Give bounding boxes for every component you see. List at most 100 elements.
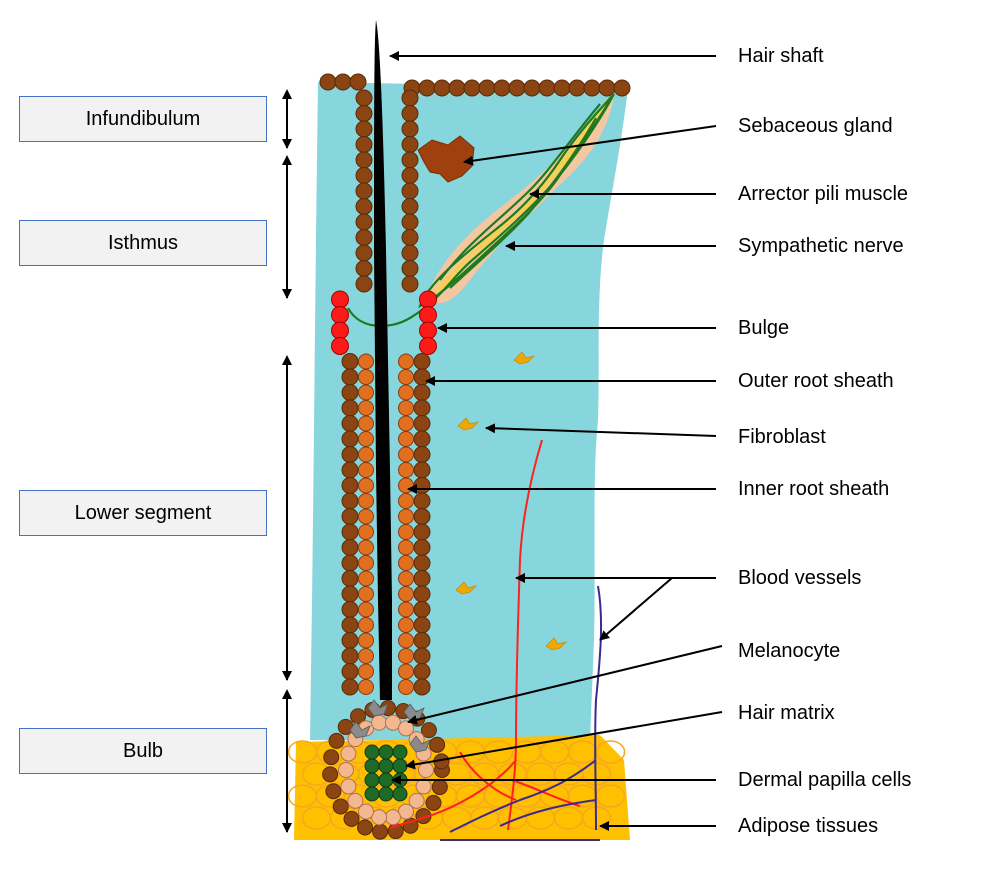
outer-root-sheath-cell <box>413 353 431 370</box>
label-outer-root-sheath: Outer root sheath <box>738 370 894 392</box>
sebaceous-gland <box>417 135 475 183</box>
inner-root-sheath-cell <box>358 369 374 385</box>
dermal-papilla-cell <box>378 744 394 760</box>
hair-matrix-cell <box>384 809 401 826</box>
inner-root-sheath-cell <box>398 539 414 556</box>
inner-root-sheath-cell <box>398 632 414 649</box>
outer-root-sheath-cell <box>413 368 431 386</box>
bulb-outer-cell <box>420 722 437 739</box>
inner-root-sheath-cell <box>358 601 374 618</box>
bulb-outer-cell <box>429 736 446 753</box>
inner-root-sheath-cell <box>398 415 414 432</box>
outer-root-sheath-cell <box>355 105 373 122</box>
inner-root-sheath-cell <box>398 431 414 447</box>
epidermis-cell <box>349 73 367 91</box>
inner-root-sheath-cell <box>358 477 374 494</box>
dermal-papilla-cell <box>364 786 380 802</box>
outer-root-sheath-cell <box>355 229 373 246</box>
outer-root-sheath-cell <box>401 244 419 262</box>
outer-root-sheath-cell <box>401 136 419 153</box>
inner-root-sheath-cell <box>398 462 414 478</box>
label-melanocyte: Melanocyte <box>738 640 841 662</box>
dermal-papilla-cell <box>378 772 394 788</box>
hair-matrix-pointer <box>405 711 723 770</box>
outer-root-sheath-cell <box>355 275 373 293</box>
fibroblast-cell <box>545 637 568 651</box>
hair-matrix-cell <box>340 745 357 762</box>
label-adipose-tissues: Adipose tissues <box>738 815 879 837</box>
inner-root-sheath-cell <box>398 384 414 401</box>
outer-root-sheath-cell <box>413 446 431 463</box>
dermal-papilla-cell <box>392 758 408 774</box>
outer-root-sheath-cell <box>413 678 431 696</box>
fibroblasts <box>455 351 568 651</box>
hair-matrix-cell <box>338 762 354 778</box>
outer-root-sheath-cell <box>341 632 359 649</box>
bulge-cell <box>419 290 437 309</box>
outer-root-sheath-cell <box>413 632 431 649</box>
bulge-cell <box>331 321 349 340</box>
outer-root-sheath-cell <box>413 585 431 603</box>
inner-root-sheath-cell <box>398 555 414 571</box>
outer-root-sheath-cell <box>355 260 373 277</box>
epidermis-cell <box>538 79 556 97</box>
outer-root-sheath-cell <box>341 508 359 525</box>
fibroblast-pointer <box>485 423 717 437</box>
bulge-cell <box>419 337 437 355</box>
inner-root-sheath-cell <box>398 586 414 602</box>
inner-root-sheath-cell <box>398 648 414 664</box>
outer-root-sheath-cell <box>341 430 359 448</box>
bulb-outer-cell <box>425 794 442 811</box>
outer-root-sheath-cell <box>413 523 431 541</box>
outer-root-sheath-cell <box>355 182 373 200</box>
inner-root-sheath-cell <box>398 601 414 618</box>
inner-root-sheath-cell <box>358 493 374 509</box>
inner-root-sheath-cell <box>358 555 374 571</box>
melanocyte-cell <box>367 699 389 717</box>
outer-root-sheath-cell <box>341 353 359 370</box>
outer-root-sheath-cell <box>355 151 373 169</box>
epidermis-cell <box>493 79 511 97</box>
label-sympathetic-nerve: Sympathetic nerve <box>738 235 904 257</box>
label-hair-matrix: Hair matrix <box>738 702 835 724</box>
epidermis-cell <box>478 79 496 97</box>
label-inner-root-sheath: Inner root sheath <box>738 478 890 500</box>
bulb-outer-cell <box>328 732 345 749</box>
melanocyte-pointer <box>407 645 723 725</box>
bulb-outer-cell <box>431 779 448 796</box>
outer-root-sheath-cell <box>355 167 373 184</box>
inner-root-sheath-cell <box>358 508 374 525</box>
label-sebaceous-gland: Sebaceous gland <box>738 115 893 137</box>
outer-root-sheath-cell <box>413 508 431 525</box>
outer-root-sheath-cell <box>341 492 359 510</box>
inner-root-sheath-cell <box>398 446 414 463</box>
region-lower-segment-label: Lower segment <box>19 490 267 536</box>
outer-root-sheath-cell <box>355 136 373 153</box>
epidermis-cell <box>463 79 481 97</box>
outer-root-sheath-cell <box>341 539 359 556</box>
inner-root-sheath-cell <box>358 415 374 432</box>
inner-root-sheath-cell <box>358 446 374 463</box>
melanocyte-cell <box>349 721 371 739</box>
inner-root-sheath-cell <box>358 663 374 680</box>
melanocytes <box>349 699 431 753</box>
inner-root-sheath-cell <box>358 570 374 587</box>
hair-matrix-cell <box>415 778 432 795</box>
bulge-cell <box>331 306 349 324</box>
sebaceous-gland-pointer <box>463 125 717 166</box>
outer-root-sheath-cell <box>341 554 359 572</box>
fibroblast-cell <box>455 581 478 595</box>
inner-root-sheath-cell <box>358 524 374 540</box>
outer-root-sheath-cell <box>401 198 419 215</box>
bulb-outer-cell <box>323 749 340 766</box>
outer-root-sheath-cell <box>355 198 373 215</box>
hair-matrix-cell <box>340 778 357 795</box>
outer-root-sheath-cell <box>413 430 431 448</box>
outer-root-sheath-cell <box>413 647 431 665</box>
label-dermal-papilla-cells: Dermal papilla cells <box>738 769 912 791</box>
outer-root-sheath-cell <box>341 384 359 401</box>
dermal-papilla-cell <box>364 744 380 760</box>
outer-root-sheath-cell <box>413 663 431 680</box>
outer-root-sheath-cell <box>341 461 359 479</box>
epidermis-cell <box>568 79 586 97</box>
